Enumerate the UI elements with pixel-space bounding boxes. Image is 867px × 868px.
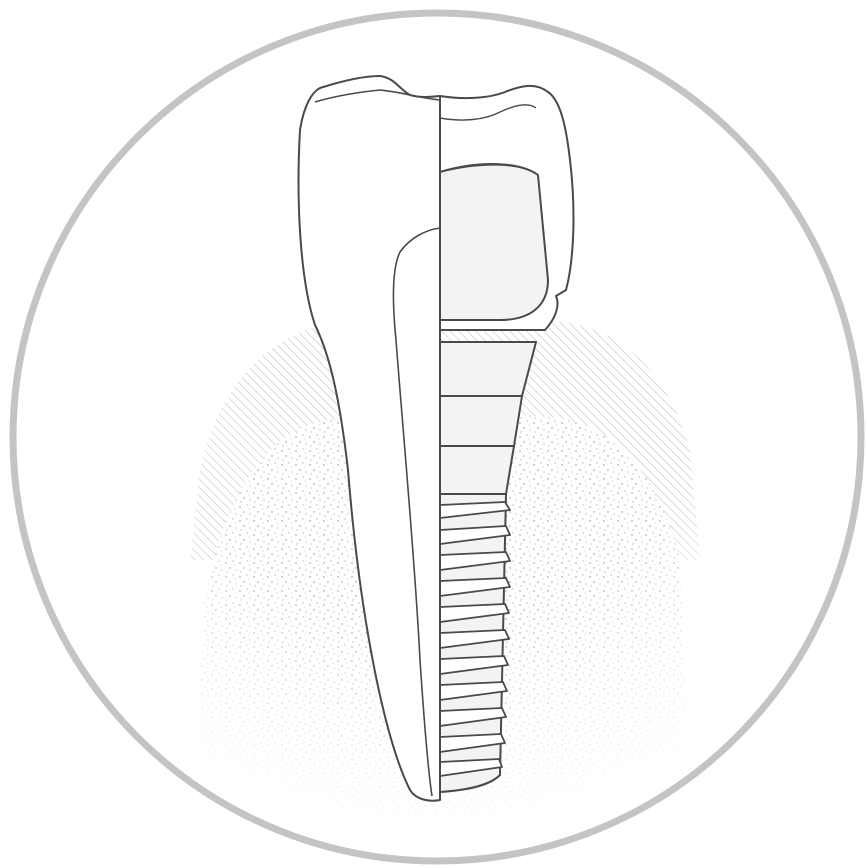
implant-body-upper bbox=[440, 396, 522, 446]
implant-body-mid bbox=[440, 446, 514, 494]
implant-collar bbox=[440, 342, 536, 396]
abutment bbox=[440, 164, 548, 320]
